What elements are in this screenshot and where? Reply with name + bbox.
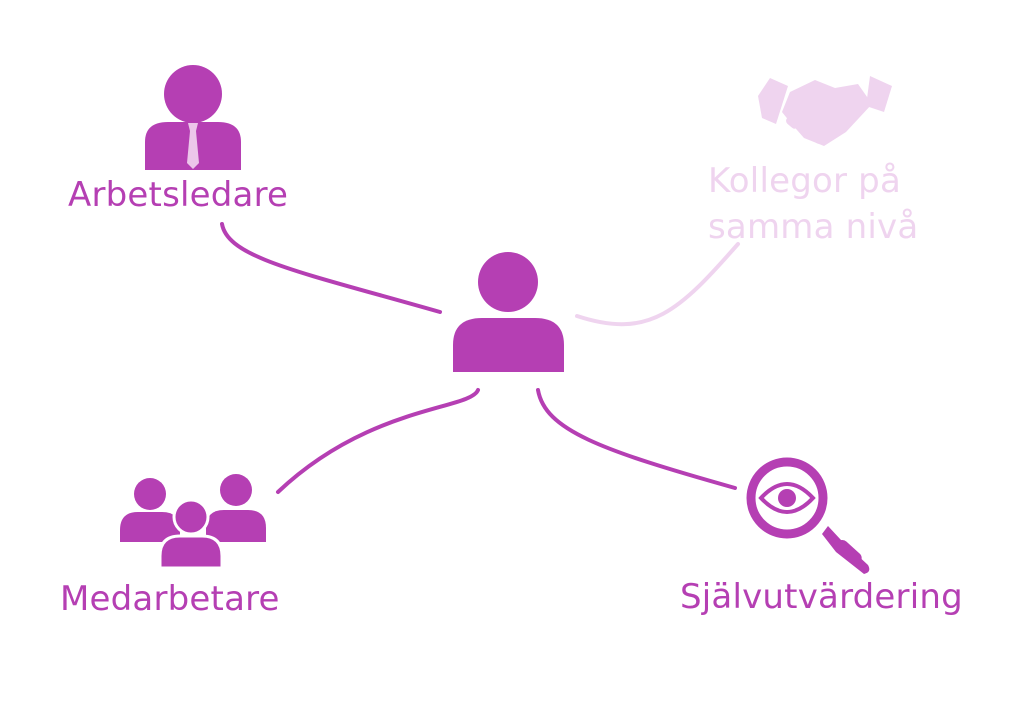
handshake-icon	[758, 76, 892, 146]
group-icon	[120, 474, 266, 570]
label-peers: Kollegor på samma nivå	[708, 158, 918, 250]
label-peers-line-1: Kollegor på	[708, 161, 902, 201]
businessman-icon	[145, 65, 241, 170]
label-peers-line-2: samma nivå	[708, 207, 919, 247]
label-reports: Medarbetare	[60, 579, 280, 619]
magnifier-eye-icon	[746, 457, 870, 574]
label-supervisor: Arbetsledare	[68, 175, 289, 215]
connector-reports	[276, 388, 480, 494]
connector-self	[536, 388, 737, 490]
connector-supervisor	[220, 222, 442, 314]
label-self: Självutvärdering	[680, 577, 963, 617]
person-icon	[453, 252, 564, 372]
connector-peers	[575, 242, 740, 327]
